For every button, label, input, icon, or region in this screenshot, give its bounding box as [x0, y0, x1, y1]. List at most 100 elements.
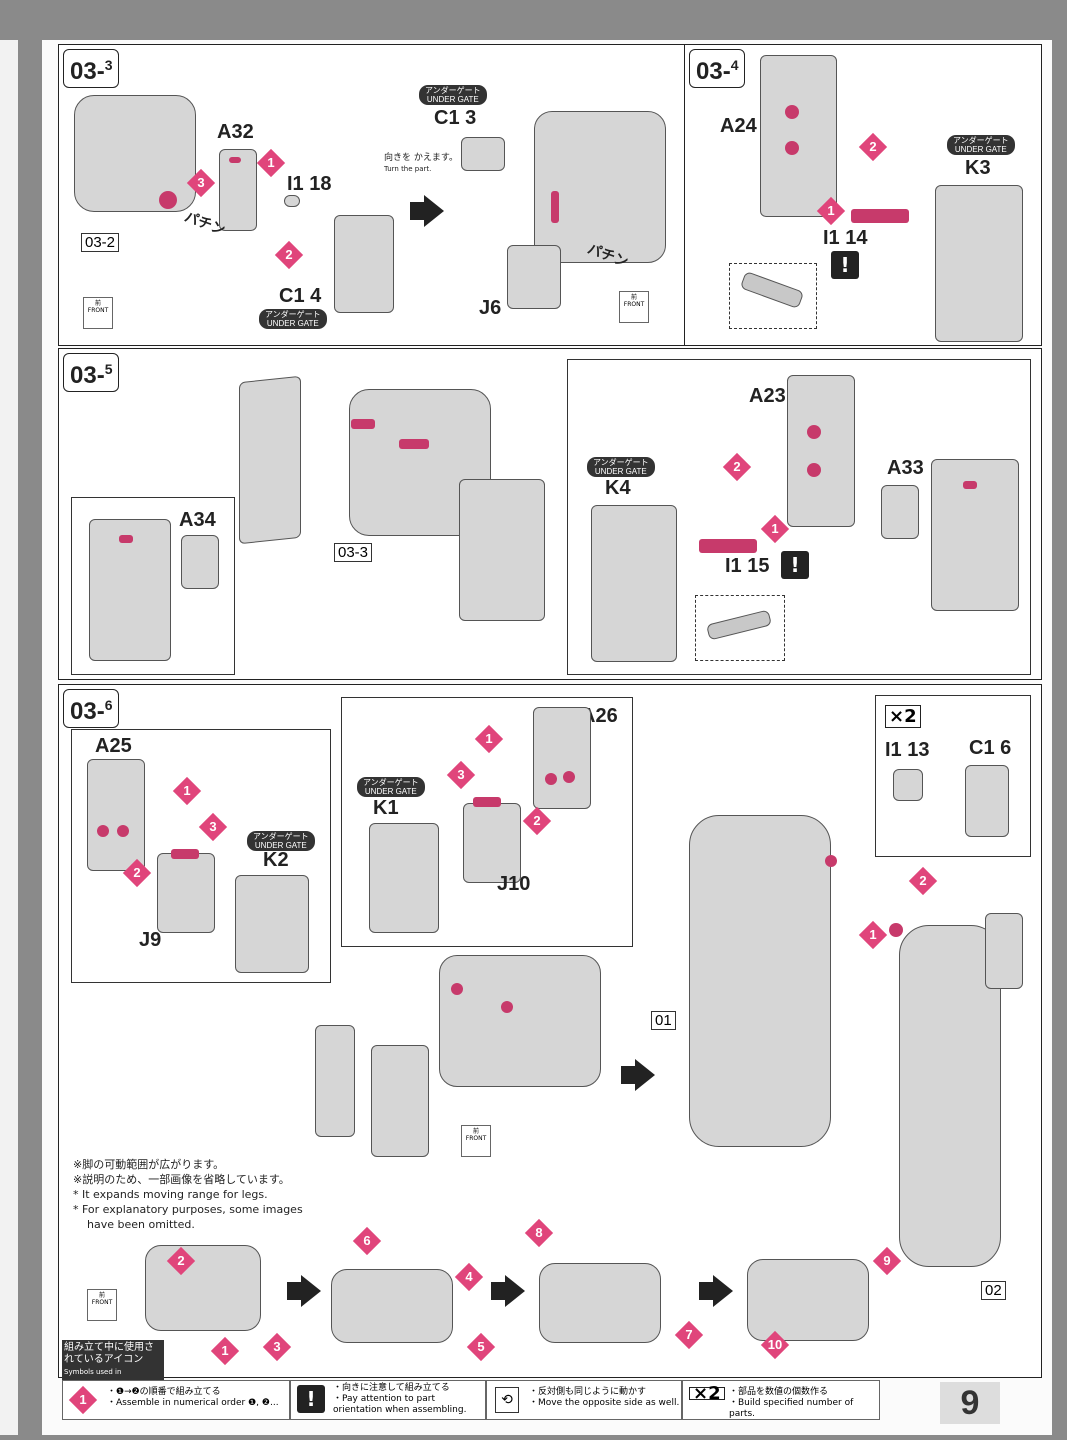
part-c14	[334, 215, 394, 313]
pink-peg	[451, 983, 463, 995]
part-label-a24: A24	[720, 115, 757, 137]
notes-block: ※脚の可動範囲が広がります。 ※説明のため、一部画像を省略しています。 * It…	[73, 1158, 303, 1231]
part-k4	[591, 505, 677, 662]
pink-peg	[889, 923, 903, 937]
side-armor-part	[315, 1025, 355, 1137]
assembled-frame-part	[534, 111, 666, 263]
part-c13	[461, 137, 505, 171]
pink-mark	[229, 157, 241, 163]
leg-assembly-left	[689, 815, 831, 1147]
part-label-k3: K3	[965, 157, 991, 179]
part-label-a23: A23	[749, 385, 786, 407]
part-label-i114: I1 14	[823, 227, 868, 249]
pink-peg	[807, 463, 821, 477]
part-a23	[787, 375, 855, 527]
part-label-a34: A34	[179, 509, 216, 531]
step-marker-7: 7	[674, 1320, 704, 1350]
part-i115-highlight	[699, 539, 757, 553]
pink-peg	[563, 771, 575, 783]
part-label-a25: A25	[95, 735, 132, 757]
pink-peg	[785, 105, 799, 119]
part-k3	[935, 185, 1023, 342]
pink-peg	[117, 825, 129, 837]
next-arrow-icon	[699, 1275, 733, 1307]
hip-joint-detail-4	[747, 1259, 869, 1341]
step-marker-2: 2	[122, 858, 152, 888]
step-marker-1: 1	[256, 148, 286, 178]
hip-joint-detail-2	[331, 1269, 453, 1343]
turn-part-note: 向きを かえます。Turn the part.	[384, 153, 458, 173]
leg-frame-part	[74, 95, 196, 212]
step-marker-2: 2	[522, 806, 552, 836]
opposite-side-icon: ⟲	[495, 1387, 519, 1413]
left-page-edge	[0, 40, 18, 1435]
step-marker-2: 2	[858, 132, 888, 162]
part-label-i118: I1 18	[287, 173, 332, 195]
step-marker-9: 9	[872, 1246, 902, 1276]
multiply-x2-badge: ×2	[689, 1385, 725, 1403]
part-a34	[181, 535, 219, 589]
orientation-warning-icon: !	[831, 251, 859, 279]
part-label-a33: A33	[887, 457, 924, 479]
step-tag: 03-5	[63, 353, 120, 392]
leg-frame-part	[439, 955, 601, 1087]
part-a26	[533, 707, 591, 809]
orientation-warning-icon: !	[297, 1385, 325, 1413]
page-number: 9	[940, 1382, 1000, 1424]
multiply-x2-badge: ×2	[885, 705, 921, 728]
part-c16-install	[985, 913, 1023, 989]
pink-peg	[159, 191, 177, 209]
part-label-i115: I1 15	[725, 555, 770, 577]
pink-peg	[97, 825, 109, 837]
step-tag: 03-3	[63, 49, 120, 88]
ref-label: 03-3	[334, 543, 373, 562]
legend-item-multiply: ×2 ・部品を数値の個数作る・Build specified number of…	[682, 1380, 880, 1420]
step-marker-3: 3	[446, 760, 476, 790]
pink-mark	[473, 797, 501, 807]
step-marker-1: 1	[172, 776, 202, 806]
part-j10	[463, 803, 521, 883]
next-arrow-icon	[491, 1275, 525, 1307]
part-label-c14: C1 4	[279, 285, 322, 307]
pink-peg	[351, 419, 375, 429]
pink-peg	[825, 855, 837, 867]
step-marker-6: 6	[352, 1226, 382, 1256]
step-marker-10: 10	[760, 1330, 790, 1360]
pink-mark	[963, 481, 977, 489]
orientation-warning-icon: !	[781, 551, 809, 579]
legend-item-order: 1 ・❶→❷の順番で組み立てる・Assemble in numerical or…	[62, 1380, 290, 1420]
part-label-k2: K2	[263, 849, 289, 871]
pink-mark	[171, 849, 199, 859]
part-j9	[157, 853, 215, 933]
part-i118	[284, 195, 300, 207]
part-i113	[893, 769, 923, 801]
part-a33	[881, 485, 919, 539]
pink-peg	[807, 425, 821, 439]
step-marker-3: 3	[198, 812, 228, 842]
step-marker-2: 2	[166, 1246, 196, 1276]
side-armor-part	[239, 375, 301, 545]
part-k2	[235, 875, 309, 973]
step-marker-5: 5	[466, 1332, 496, 1362]
step-marker-3: 3	[186, 168, 216, 198]
detail-dashed-box	[729, 263, 817, 329]
step-marker-1: 1	[816, 196, 846, 226]
part-label-k4: K4	[605, 477, 631, 499]
step-marker-3: 3	[262, 1332, 292, 1362]
part-label-c16: C1 6	[969, 737, 1012, 759]
part-label-j10: J10	[497, 873, 531, 895]
pink-mark	[551, 191, 559, 223]
step-marker-1: 1	[760, 514, 790, 544]
hip-joint-detail-3	[539, 1263, 661, 1343]
ref-label: 02	[981, 1281, 1006, 1300]
